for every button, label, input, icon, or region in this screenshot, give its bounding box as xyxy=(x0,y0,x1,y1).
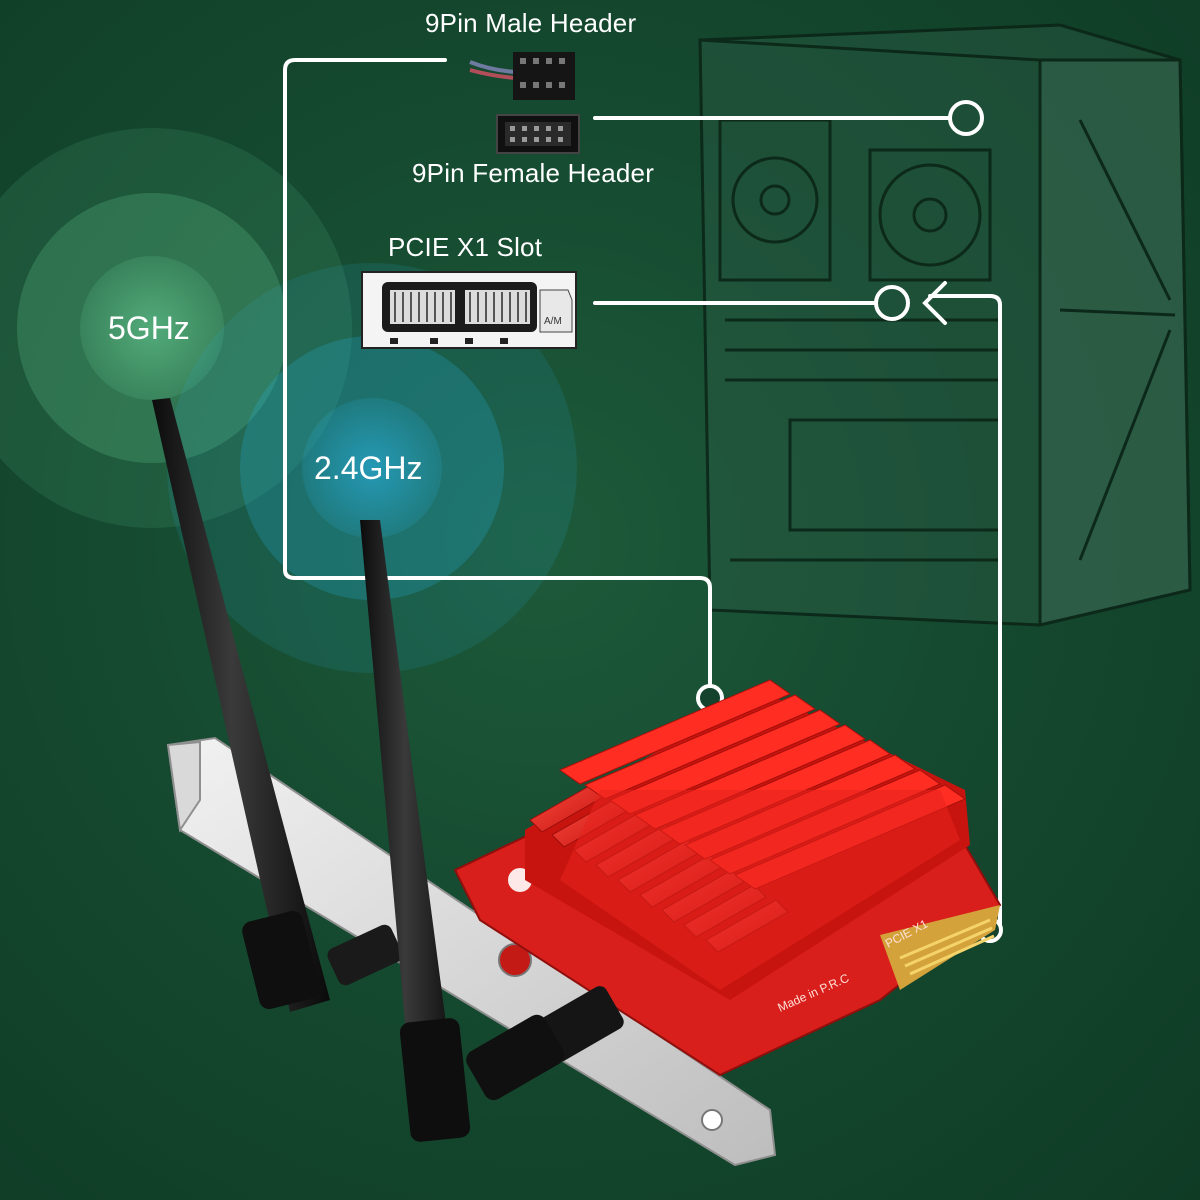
antenna-right xyxy=(360,520,471,1142)
metal-bracket xyxy=(166,736,777,1167)
slot-key-print: A/M xyxy=(544,316,562,327)
male-header-label: 9Pin Male Header xyxy=(425,8,637,38)
antenna-left xyxy=(152,398,330,1012)
heatsink xyxy=(525,679,970,1000)
band-5ghz-label: 5GHz xyxy=(108,310,190,346)
signal-24ghz-rings xyxy=(167,263,577,673)
female-header-label: 9Pin Female Header xyxy=(412,158,655,188)
signal-5ghz-rings xyxy=(0,128,352,528)
male-header-connector xyxy=(469,52,575,100)
antenna-connectors xyxy=(327,924,624,1101)
female-header-connector xyxy=(496,114,580,154)
band-24ghz-label: 2.4GHz xyxy=(314,450,423,486)
pcie-slot-label: PCIE X1 Slot xyxy=(388,232,543,262)
pc-tower-outline xyxy=(698,23,1192,627)
pcie-slot-graphic xyxy=(361,271,577,349)
